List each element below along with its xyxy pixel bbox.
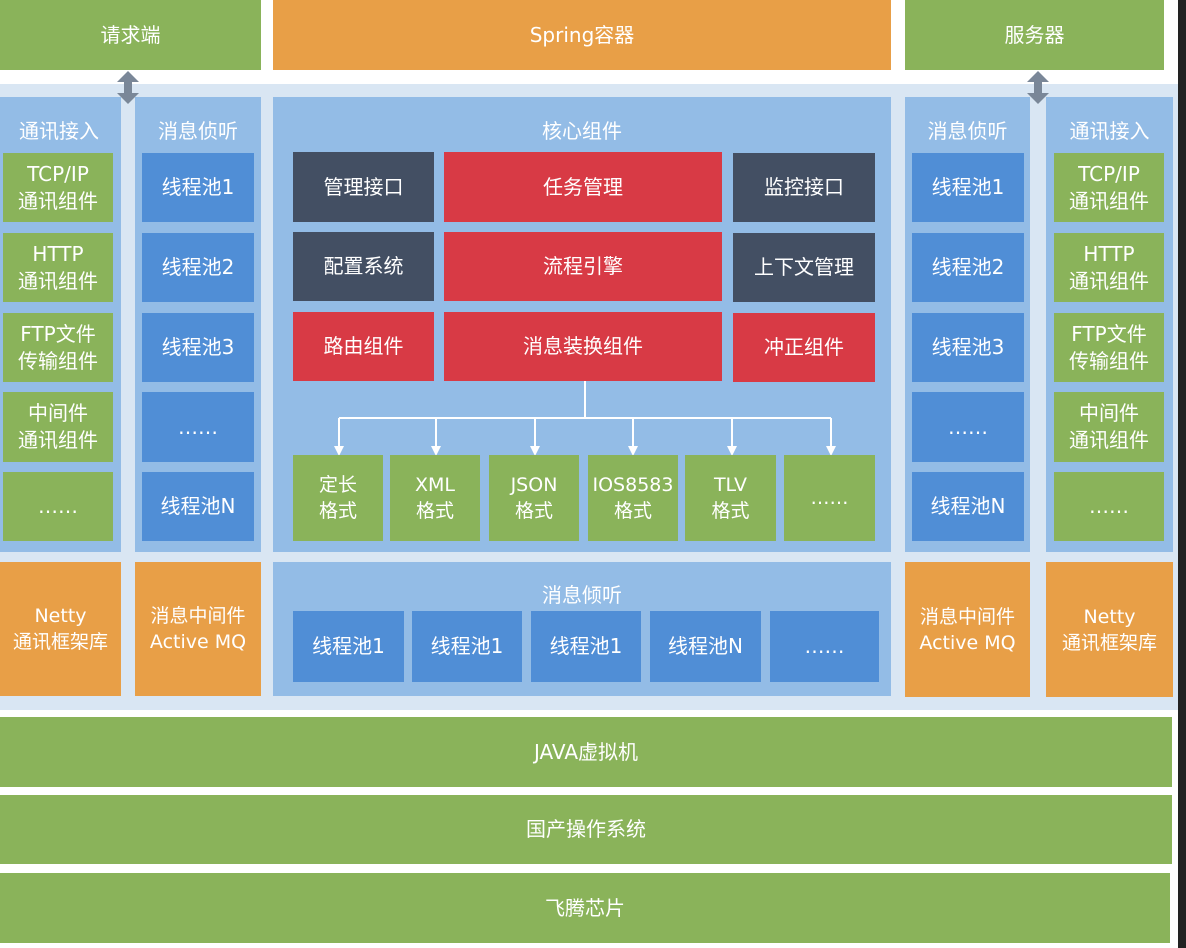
right-comm-item: TCP/IP 通讯组件 <box>1054 153 1164 222</box>
message-conversion-component: 消息装换组件 <box>444 312 722 381</box>
right-thread-pool: 线程池1 <box>912 153 1024 222</box>
netty-library-right: Netty 通讯框架库 <box>1046 562 1173 697</box>
chip-layer: 飞腾芯片 <box>0 873 1170 943</box>
left-thread-pool: 线程池N <box>142 472 254 541</box>
bottom-thread-pool: …… <box>770 611 879 682</box>
reversal-component: 冲正组件 <box>733 313 875 382</box>
context-management: 上下文管理 <box>733 233 875 302</box>
right-listen-title: 消息侦听 <box>927 119 1008 143</box>
java-vm-layer: JAVA虚拟机 <box>0 717 1172 787</box>
window-edge <box>1178 0 1186 948</box>
activemq-right: 消息中间件 Active MQ <box>905 562 1030 697</box>
netty-library-left: Netty 通讯框架库 <box>0 562 121 696</box>
right-thread-pool: 线程池2 <box>912 233 1024 302</box>
left-thread-pool: 线程池2 <box>142 233 254 302</box>
task-management: 任务管理 <box>444 152 722 222</box>
format-tlv: TLV 格式 <box>685 455 776 541</box>
right-comm-title: 通讯接入 <box>1069 119 1150 143</box>
left-comm-item: FTP文件 传输组件 <box>3 313 113 382</box>
right-comm-item: …… <box>1054 472 1164 541</box>
core-components-title: 核心组件 <box>542 119 622 143</box>
right-comm-item: 中间件 通讯组件 <box>1054 392 1164 462</box>
bottom-thread-pool: 线程池1 <box>293 611 404 682</box>
bottom-thread-pool: 线程池1 <box>531 611 641 682</box>
left-thread-pool: 线程池1 <box>142 153 254 222</box>
client-box: 请求端 <box>0 0 261 70</box>
config-system: 配置系统 <box>293 232 434 301</box>
format-more: …… <box>784 455 875 541</box>
os-layer: 国产操作系统 <box>0 795 1172 864</box>
left-comm-item: HTTP 通讯组件 <box>3 233 113 302</box>
right-comm-item: FTP文件 传输组件 <box>1054 313 1164 382</box>
monitoring-interface: 监控接口 <box>733 153 875 222</box>
activemq-left: 消息中间件 Active MQ <box>135 562 261 696</box>
right-thread-pool: 线程池3 <box>912 313 1024 382</box>
left-listen-title: 消息侦听 <box>158 119 238 143</box>
spring-container-box: Spring容器 <box>273 0 891 70</box>
left-thread-pool: …… <box>142 392 254 462</box>
bottom-thread-pool: 线程池1 <box>412 611 522 682</box>
left-thread-pool: 线程池3 <box>142 313 254 382</box>
left-comm-title: 通讯接入 <box>19 119 99 143</box>
bottom-thread-pool: 线程池N <box>650 611 761 682</box>
right-comm-item: HTTP 通讯组件 <box>1054 233 1164 302</box>
left-comm-item: TCP/IP 通讯组件 <box>3 153 113 222</box>
format-iso8583: IOS8583 格式 <box>588 455 678 541</box>
right-thread-pool: …… <box>912 392 1024 462</box>
bottom-listen-title: 消息倾听 <box>542 583 622 607</box>
process-engine: 流程引擎 <box>444 232 722 301</box>
right-thread-pool: 线程池N <box>912 472 1024 541</box>
format-json: JSON 格式 <box>489 455 579 541</box>
format-fixed-length: 定长 格式 <box>293 455 383 541</box>
left-comm-item: 中间件 通讯组件 <box>3 392 113 462</box>
routing-component: 路由组件 <box>293 312 434 381</box>
management-interface: 管理接口 <box>293 152 434 222</box>
format-xml: XML 格式 <box>390 455 480 541</box>
server-box: 服务器 <box>905 0 1164 70</box>
left-comm-item: …… <box>3 472 113 541</box>
